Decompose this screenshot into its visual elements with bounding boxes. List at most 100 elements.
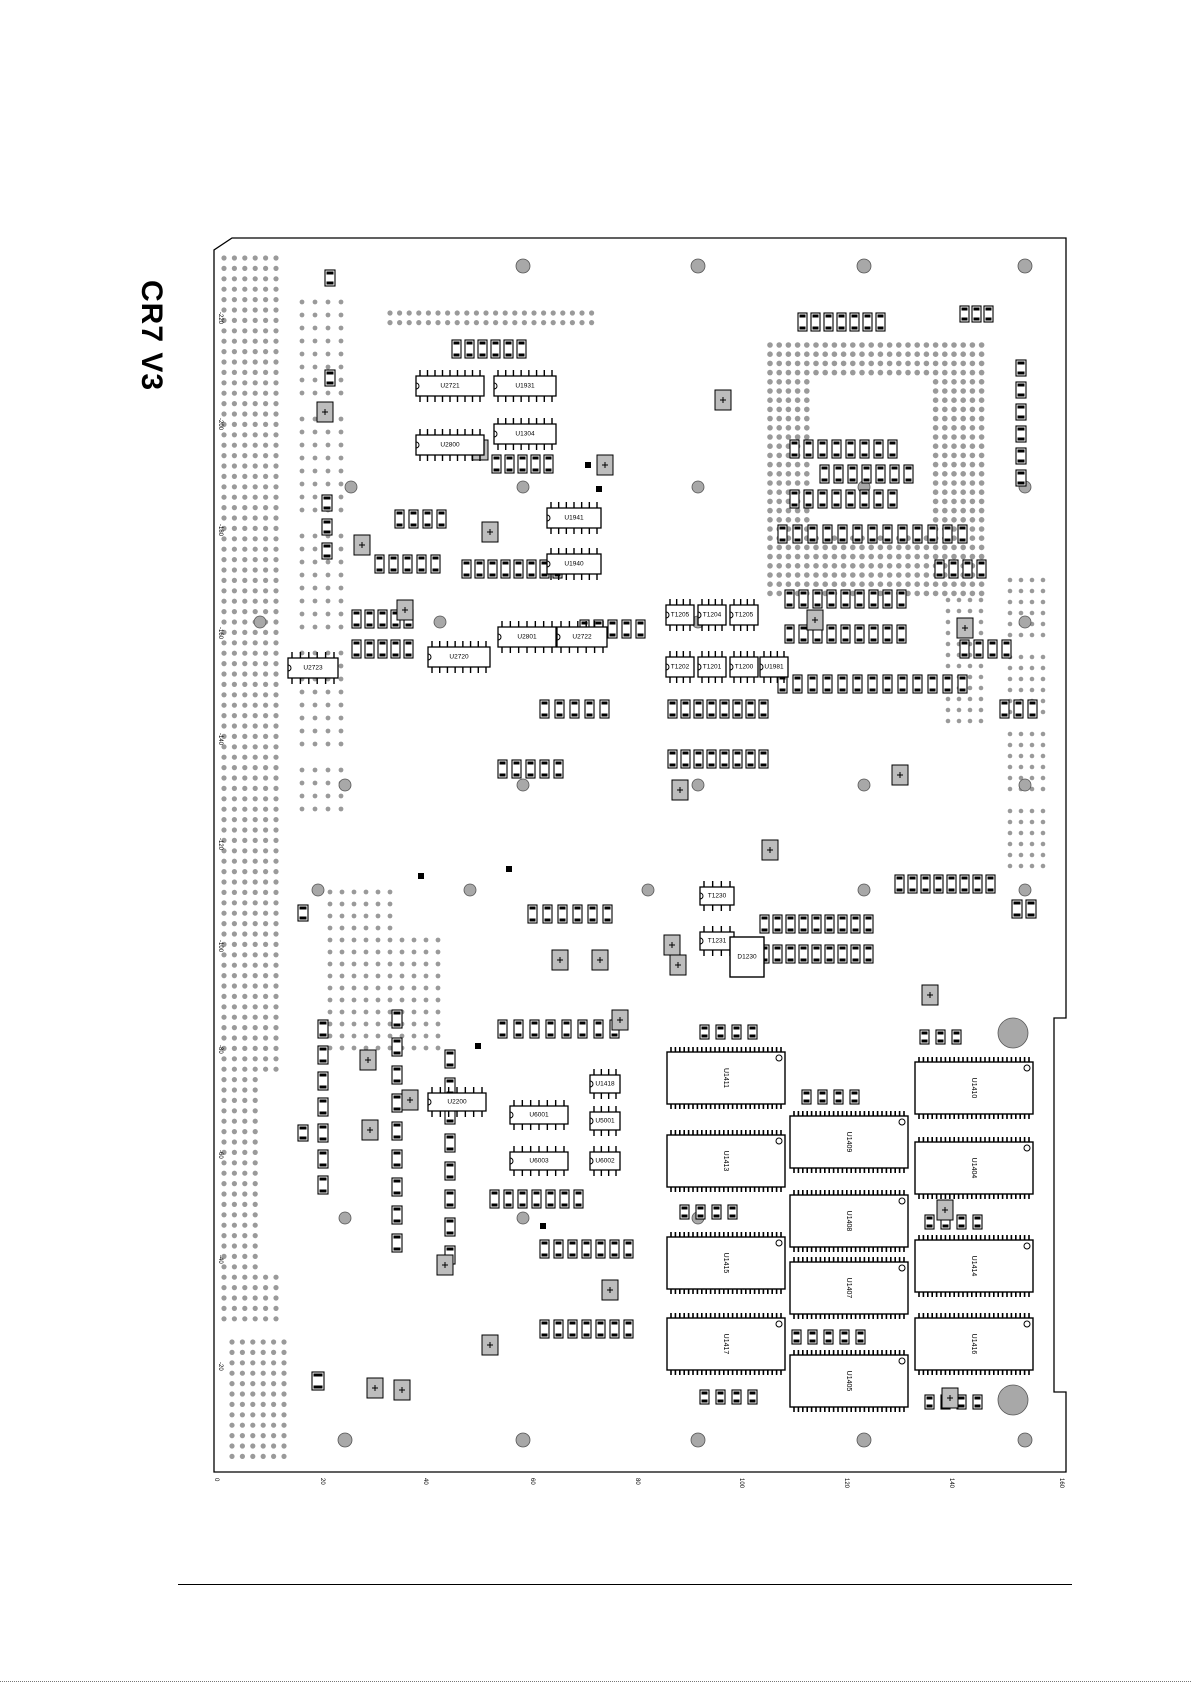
via-pad <box>231 1118 237 1124</box>
via-pad <box>252 1129 258 1135</box>
via-pad <box>312 559 318 565</box>
via-pad <box>905 369 911 376</box>
via-pad <box>850 581 856 587</box>
smd-footprint <box>444 1189 456 1209</box>
via-pad <box>969 553 976 560</box>
smd-footprint <box>896 589 907 609</box>
via-pad <box>914 369 920 376</box>
via-pad <box>299 806 305 812</box>
via-pad <box>221 661 227 667</box>
via-pad <box>252 733 258 740</box>
smd-footprint <box>817 1089 828 1105</box>
ic-ref-label: T1202 <box>671 664 690 671</box>
via-pad <box>978 471 985 477</box>
smd-footprint <box>567 1319 578 1339</box>
via-pad <box>221 681 227 688</box>
via-pad <box>250 1412 256 1418</box>
via-pad <box>221 1035 227 1041</box>
smd-footprint <box>759 914 770 934</box>
via-pad <box>338 806 344 812</box>
via-pad <box>263 411 269 417</box>
via-pad <box>221 650 227 656</box>
smd-footprint <box>444 1161 456 1181</box>
smd-footprint <box>837 914 848 934</box>
via-pad <box>1018 632 1024 638</box>
via-pad <box>312 598 318 604</box>
ic-ref-label: U1981 <box>764 664 784 671</box>
smd-footprint <box>875 464 886 484</box>
via-pad <box>387 913 393 919</box>
via-pad <box>1040 621 1046 627</box>
smd-footprint <box>430 554 441 574</box>
via-pad <box>312 390 318 396</box>
ic-ref-label: D1230 <box>737 954 757 961</box>
via-pad <box>221 536 227 542</box>
via-pad <box>1007 819 1013 825</box>
smd-footprint <box>959 305 970 323</box>
via-pad <box>859 544 865 551</box>
smd-footprint <box>807 524 818 544</box>
via-pad <box>877 590 884 597</box>
via-pad <box>411 997 417 1003</box>
via-pad <box>242 588 248 594</box>
ic-package: U1981 <box>759 651 789 683</box>
via-pad <box>338 689 344 695</box>
smd-footprint <box>477 339 488 359</box>
via-pad <box>423 1033 429 1039</box>
smd-footprint <box>811 944 822 964</box>
via-pad <box>231 567 237 573</box>
via-pad <box>252 1181 258 1187</box>
via-pad <box>804 397 810 404</box>
via-pad <box>1029 588 1035 594</box>
via-pad <box>1029 863 1035 869</box>
ic-package: U6002 <box>589 1146 621 1176</box>
via-pad <box>221 1118 227 1124</box>
smd-footprint <box>539 699 550 719</box>
via-pad <box>794 388 801 394</box>
via-pad <box>932 507 939 514</box>
smd-footprint <box>772 914 783 934</box>
via-pad <box>767 379 773 385</box>
via-pad <box>502 320 508 326</box>
via-pad <box>785 369 792 376</box>
via-pad <box>231 650 237 656</box>
via-pad <box>299 312 305 318</box>
via-pad <box>252 1274 258 1280</box>
via-pad <box>273 505 279 511</box>
via-pad <box>221 473 227 479</box>
via-pad <box>960 507 966 514</box>
via-pad <box>978 480 985 486</box>
via-pad <box>263 609 269 615</box>
via-pad <box>221 962 227 968</box>
smd-footprint <box>887 489 898 509</box>
via-pad <box>299 325 305 331</box>
via-pad <box>932 406 939 413</box>
y-tick-label: -140 <box>217 733 223 746</box>
via-pad <box>231 453 237 459</box>
via-pad <box>263 265 269 271</box>
via-pad <box>411 1045 417 1051</box>
via-pad <box>263 349 269 355</box>
ic-package: U1407 <box>789 1257 909 1319</box>
via-pad <box>905 360 911 367</box>
via-pad <box>263 900 269 906</box>
via-pad <box>967 685 973 691</box>
via-pad <box>942 590 948 597</box>
via-pad <box>273 1045 279 1051</box>
via-pad <box>252 380 258 386</box>
via-pad <box>242 681 248 688</box>
smd-footprint <box>553 1239 564 1259</box>
via-pad <box>281 1453 287 1459</box>
via-pad <box>325 767 331 773</box>
via-pad <box>978 608 984 614</box>
via-pad <box>252 910 258 916</box>
via-pad <box>273 349 279 355</box>
via-pad <box>242 307 248 313</box>
via-pad <box>231 463 237 469</box>
via-pad <box>327 889 333 895</box>
via-pad <box>229 1412 235 1418</box>
ic-package: T1231 <box>699 926 735 956</box>
via-pad <box>767 480 773 486</box>
via-pad <box>1029 841 1035 847</box>
via-pad <box>252 1087 258 1093</box>
